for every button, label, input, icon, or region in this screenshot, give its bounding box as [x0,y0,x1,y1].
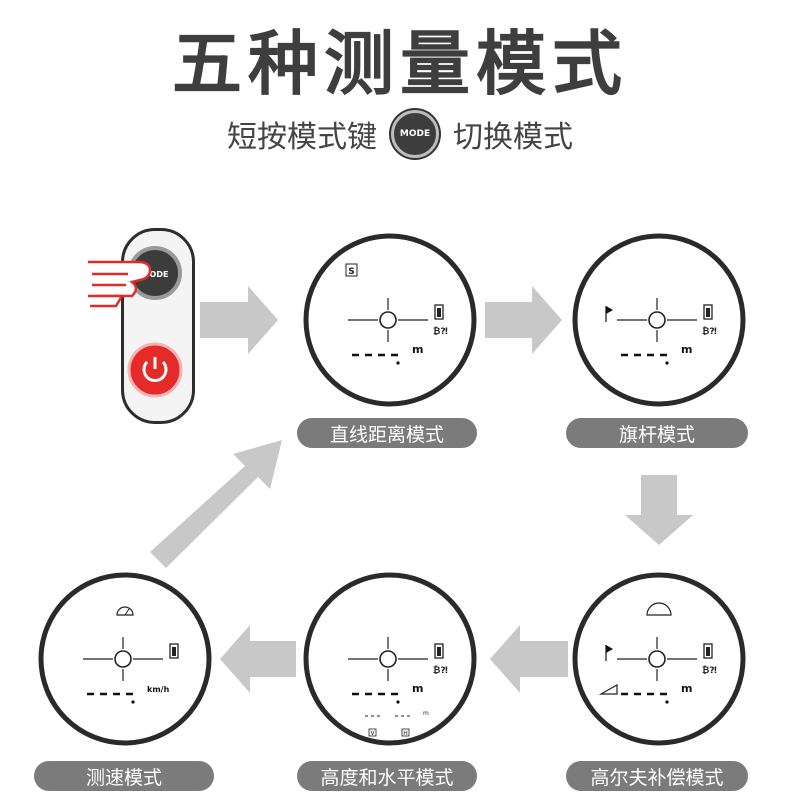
label-golf-compensation: 高尔夫补偿模式 [566,761,748,791]
v-label: V [370,730,375,737]
flag-icon [606,306,613,314]
unit-label: m [681,343,692,356]
battery-icon [434,643,444,659]
subtitle: 短按模式键 MODE 切换模式 [0,110,800,158]
h-box [401,728,410,737]
battery-fill [437,308,441,317]
crosshair-circle-icon [379,311,397,329]
display-golf-compensation: ₿⁈ m [572,572,746,746]
decimal-point [131,700,135,704]
label-speed-mode: 测速模式 [34,761,214,791]
decimal-point [665,361,669,365]
page-title: 五种测量模式 [172,23,628,105]
crosshair-circle-icon [648,311,666,329]
display-height-horizontal: ₿⁈ m mV H [303,572,477,746]
unit-label: m [412,682,423,695]
h-label: H [403,730,408,737]
signal-icon: ₿⁈ [433,326,448,337]
battery-fill [706,647,710,656]
decimal-point [396,361,400,365]
speedometer-icon [116,606,134,616]
label-straight-distance: 直线距离模式 [297,418,477,448]
decimal-point [396,700,400,704]
signal-icon: ₿⁈ [433,665,448,676]
unit-label: m [681,682,692,695]
display-ring [303,233,477,407]
small-unit: m [423,710,429,717]
slope-icon [598,683,618,695]
mode-button-icon: MODE [391,110,439,158]
crosshair-circle-icon [379,650,397,668]
display-ring [572,572,746,746]
display-straight-distance: ₿⁈ m S [303,233,477,407]
inclinometer-icon [646,602,672,616]
unit-label: km/h [147,685,170,694]
display-ring [572,233,746,407]
display-speed: km/h [38,572,212,746]
battery-icon [434,304,444,320]
battery-icon [169,643,179,659]
flag-icon [606,645,613,653]
single-mode-badge [345,263,358,277]
signal-icon: ₿⁈ [702,665,717,676]
decimal-point [665,700,669,704]
badge-text: S [348,267,354,277]
battery-fill [706,308,710,317]
battery-icon [703,643,713,659]
v-box [368,728,377,737]
battery-fill [437,647,441,656]
battery-icon [703,304,713,320]
label-flag-mode: 旗杆模式 [566,418,748,448]
signal-icon: ₿⁈ [702,326,717,337]
battery-fill [172,647,176,656]
subtitle-suffix: 切换模式 [453,120,573,155]
crosshair-circle-icon [114,650,132,668]
subtitle-prefix: 短按模式键 [227,120,377,155]
display-ring [303,572,477,746]
label-height-horizontal: 高度和水平模式 [297,761,477,791]
crosshair-circle-icon [648,650,666,668]
display-ring [38,572,212,746]
speedometer-needle [124,608,130,616]
display-flag: ₿⁈ m [572,233,746,407]
unit-label: m [412,343,423,356]
